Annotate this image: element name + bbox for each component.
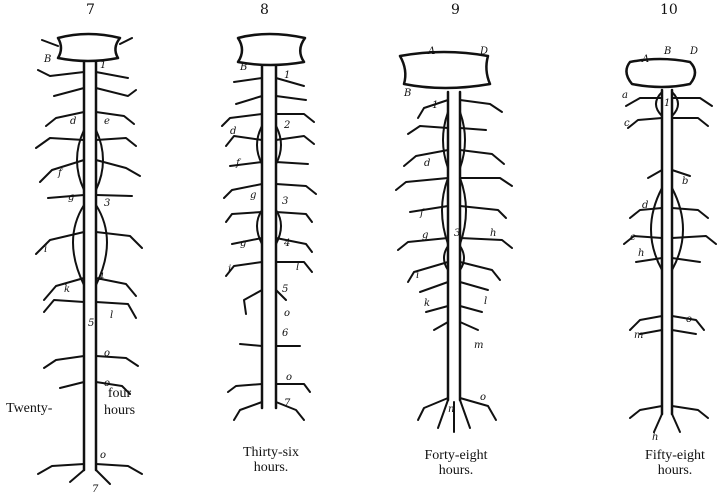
figure-10-caption: Fifty-eight hours. — [628, 448, 722, 478]
svg-text:7: 7 — [284, 398, 291, 409]
figure-8-drawing: B 1 d 2 f g 3 g 4 i l 5 o 6 o 7 — [222, 34, 316, 420]
svg-text:o: o — [480, 392, 486, 403]
figure-10-caption-line1: Fifty-eight — [628, 448, 722, 463]
figure-8-caption: Thirty-six hours. — [226, 445, 316, 475]
svg-text:D: D — [479, 46, 488, 57]
svg-text:a: a — [622, 90, 628, 101]
figure-9-caption-line1: Forty-eight — [406, 448, 506, 463]
svg-text:A: A — [427, 46, 435, 57]
figure-9-caption-line2: hours. — [406, 463, 506, 478]
figure-7-caption-right-line1: four — [104, 386, 135, 401]
svg-text:k: k — [64, 284, 70, 295]
svg-text:o: o — [286, 372, 292, 383]
svg-text:B: B — [403, 88, 411, 99]
svg-text:D: D — [689, 46, 698, 57]
svg-text:2: 2 — [283, 120, 290, 131]
svg-text:f: f — [57, 168, 64, 179]
svg-text:i: i — [44, 244, 47, 255]
figure-9-number: 9 — [451, 2, 460, 18]
svg-text:5: 5 — [282, 284, 288, 295]
svg-text:e: e — [104, 116, 110, 127]
figure-9-drawing: A D B 1 d f g 3 h i k l m n o — [396, 46, 512, 432]
svg-text:5: 5 — [88, 318, 94, 329]
figure-7-number: 7 — [86, 2, 95, 18]
svg-text:c: c — [624, 118, 630, 129]
svg-text:n: n — [448, 404, 454, 415]
svg-text:1: 1 — [284, 70, 290, 81]
svg-text:1: 1 — [664, 98, 670, 109]
svg-text:d: d — [642, 200, 648, 211]
svg-text:l: l — [296, 262, 299, 273]
svg-text:d: d — [70, 116, 76, 127]
svg-text:g: g — [250, 190, 256, 201]
svg-text:i: i — [416, 270, 419, 281]
svg-text:m: m — [474, 340, 483, 351]
figure-8-caption-line2: hours. — [226, 460, 316, 475]
svg-text:1: 1 — [100, 60, 106, 71]
figure-8-number: 8 — [260, 2, 269, 18]
svg-text:3: 3 — [104, 198, 110, 209]
svg-text:3: 3 — [454, 228, 460, 239]
figure-10-number: 10 — [660, 2, 678, 18]
svg-text:4: 4 — [97, 272, 104, 283]
svg-text:3: 3 — [282, 196, 288, 207]
svg-text:h: h — [652, 432, 658, 443]
svg-text:g: g — [68, 192, 74, 203]
svg-text:6: 6 — [282, 328, 289, 339]
svg-text:o: o — [100, 450, 106, 461]
svg-text:7: 7 — [92, 484, 99, 495]
svg-text:i: i — [228, 264, 231, 275]
figure-7-caption-right: four hours — [104, 386, 135, 418]
svg-text:d: d — [424, 158, 430, 169]
svg-text:b: b — [682, 176, 688, 187]
svg-text:h: h — [490, 228, 496, 239]
svg-text:1: 1 — [432, 100, 438, 111]
svg-text:e: e — [630, 232, 636, 243]
svg-text:k: k — [424, 298, 430, 309]
svg-text:m: m — [634, 330, 643, 341]
figure-8-caption-line1: Thirty-six — [226, 445, 316, 460]
figure-7-caption-left: Twenty- — [6, 401, 52, 416]
svg-text:f: f — [235, 158, 242, 169]
svg-text:o: o — [284, 308, 290, 319]
figure-10-caption-line2: hours. — [628, 463, 722, 478]
svg-text:d: d — [230, 126, 236, 137]
figure-9-caption: Forty-eight hours. — [406, 448, 506, 478]
svg-text:g: g — [422, 230, 428, 241]
svg-text:h: h — [638, 248, 644, 259]
figure-10-drawing: A B D a 1 c b d e h m o h — [622, 46, 716, 443]
figure-7-caption-right-line2: hours — [104, 403, 135, 418]
svg-text:l: l — [110, 310, 113, 321]
svg-text:l: l — [484, 296, 487, 307]
svg-text:o: o — [104, 348, 110, 359]
svg-text:4: 4 — [283, 238, 290, 249]
svg-text:A: A — [641, 54, 649, 65]
svg-text:B: B — [239, 62, 247, 73]
svg-text:o: o — [686, 314, 692, 325]
figure-7-drawing: B 1 d e f g 3 i 4 k 5 l o o o 7 — [36, 34, 142, 495]
svg-text:g: g — [240, 238, 246, 249]
svg-text:B: B — [663, 46, 671, 57]
svg-text:B: B — [43, 54, 51, 65]
